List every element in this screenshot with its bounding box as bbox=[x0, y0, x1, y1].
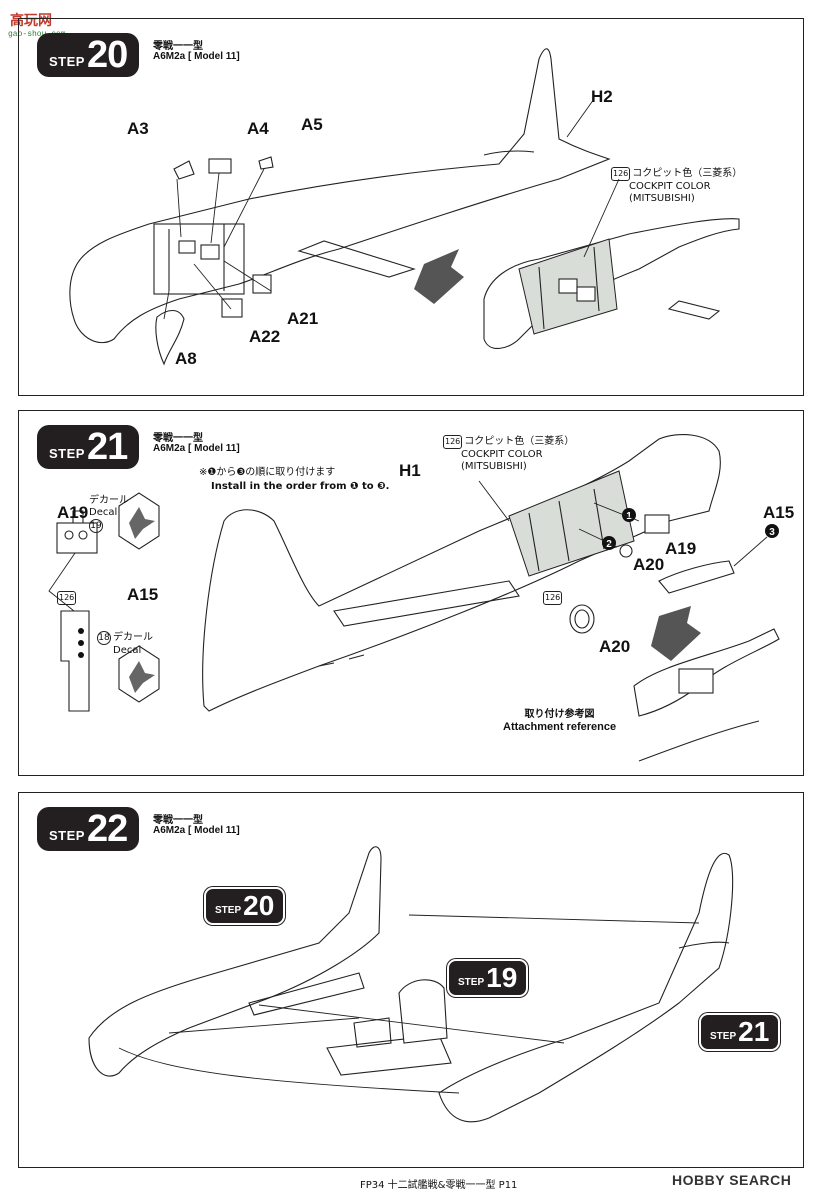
decal-number-18: 18 bbox=[97, 631, 111, 645]
model-name-en: A6M2a [ Model 11] bbox=[153, 51, 240, 62]
step-21-panel: STEP 21 零戦一一型 A6M2a [ Model 11] ※❶から❸の順に… bbox=[18, 410, 804, 776]
part-label-a3: A3 bbox=[127, 119, 149, 138]
paint-code-badge: 126 bbox=[57, 591, 77, 605]
decal-label-19: デカール Decal 19 bbox=[89, 495, 129, 533]
part-label-a19-decal: A19 bbox=[57, 503, 89, 522]
watermark-title: 高玩网 bbox=[10, 13, 52, 29]
step-21-fuselage-drawing: 1 2 3 bbox=[48, 434, 780, 762]
page-footer: FP34 十二試艦戦&零戦一一型 P11 bbox=[360, 1180, 518, 1191]
model-name-jp: 零戦一一型 bbox=[153, 41, 203, 52]
decal-jp-2: デカール bbox=[113, 632, 153, 643]
step-ref-number: 19 bbox=[486, 962, 518, 993]
part-label-a21: A21 bbox=[287, 309, 319, 328]
part-label-a20: A20 bbox=[633, 555, 665, 574]
paint-code-a20: 126 bbox=[543, 591, 564, 605]
paint-name-jp: コクピット色（三菱系） bbox=[632, 168, 743, 179]
paint-code-badge: 126 bbox=[611, 167, 631, 181]
step-ref-label: STEP bbox=[215, 905, 242, 916]
part-label-a5: A5 bbox=[301, 115, 323, 134]
step-number: 22 bbox=[86, 808, 128, 850]
step-ref-21: STEP 21 bbox=[699, 1013, 781, 1051]
paint-code-decal-panel: 126 bbox=[57, 591, 78, 605]
watermark-url: gao-shou.com bbox=[8, 30, 66, 39]
part-label-a20-detail: A20 bbox=[599, 637, 631, 656]
step-ref-19: STEP 19 bbox=[447, 959, 529, 997]
step-22-badge: STEP 22 bbox=[37, 807, 140, 851]
order-marker-3: 3 bbox=[769, 527, 775, 538]
step-21-badge: STEP 21 bbox=[37, 425, 140, 469]
site-watermark: 高玩网 gao-shou.com bbox=[4, 4, 74, 40]
part-label-h1: H1 bbox=[399, 461, 421, 480]
part-label-a4: A4 bbox=[247, 119, 269, 138]
part-label-a19: A19 bbox=[665, 539, 697, 558]
reference-jp: 取り付け参考図 bbox=[524, 709, 595, 720]
paint-name-en-2: (MITSUBISHI) bbox=[629, 193, 695, 204]
decal-en-2: Decal bbox=[113, 645, 142, 656]
order-marker-1: 1 bbox=[626, 511, 632, 522]
brand-watermark: HOBBY SEARCH bbox=[672, 1172, 792, 1188]
paint-code-badge: 126 bbox=[543, 591, 563, 605]
step-number: 21 bbox=[86, 426, 128, 468]
model-name-jp: 零戦一一型 bbox=[153, 815, 203, 826]
part-label-a15: A15 bbox=[763, 503, 795, 522]
reference-en: Attachment reference bbox=[503, 721, 617, 733]
paint-name-jp: コクピット色（三菱系） bbox=[464, 436, 575, 447]
paint-name-en-1: COCKPIT COLOR bbox=[461, 449, 543, 460]
step-20-badge: STEP 20 bbox=[37, 33, 140, 77]
step-ref-number: 20 bbox=[243, 890, 275, 921]
paint-name-en-2: (MITSUBISHI) bbox=[461, 461, 527, 472]
step-label: STEP bbox=[49, 54, 85, 69]
paint-name-en-1: COCKPIT COLOR bbox=[629, 181, 711, 192]
part-label-h2: H2 bbox=[591, 87, 613, 106]
part-label-a22: A22 bbox=[249, 327, 281, 346]
step-22-panel: STEP 22 零戦一一型 A6M2a [ Model 11] STEP 20 … bbox=[18, 792, 804, 1168]
step-label: STEP bbox=[49, 446, 85, 461]
model-name-en: A6M2a [ Model 11] bbox=[153, 825, 240, 836]
step-22-assembly-drawing bbox=[88, 846, 734, 1123]
decal-en: Decal bbox=[89, 507, 118, 518]
order-marker-2: 2 bbox=[606, 539, 612, 550]
model-name-en: A6M2a [ Model 11] bbox=[153, 443, 240, 454]
instruction-en: Install in the order from ❶ to ❸. bbox=[211, 481, 390, 492]
decal-number-19: 19 bbox=[89, 519, 103, 533]
step-20-fuselage-drawing bbox=[69, 48, 740, 366]
model-name-jp: 零戦一一型 bbox=[153, 433, 203, 444]
step-number: 20 bbox=[86, 34, 128, 76]
step-label: STEP bbox=[49, 828, 85, 843]
step-ref-label: STEP bbox=[710, 1031, 737, 1042]
decal-jp: デカール bbox=[89, 495, 129, 506]
step-ref-label: STEP bbox=[458, 977, 485, 988]
step-ref-number: 21 bbox=[738, 1016, 770, 1047]
step-ref-20: STEP 20 bbox=[204, 887, 286, 925]
step-20-panel: STEP 20 零戦一一型 A6M2a [ Model 11] bbox=[18, 18, 804, 396]
instruction-jp: ※❶から❸の順に取り付けます bbox=[199, 467, 336, 478]
part-label-a8: A8 bbox=[175, 349, 197, 368]
paint-code-badge: 126 bbox=[443, 435, 463, 449]
attachment-reference: 取り付け参考図 Attachment reference bbox=[503, 709, 616, 734]
part-label-a15-decal: A15 bbox=[127, 585, 159, 604]
